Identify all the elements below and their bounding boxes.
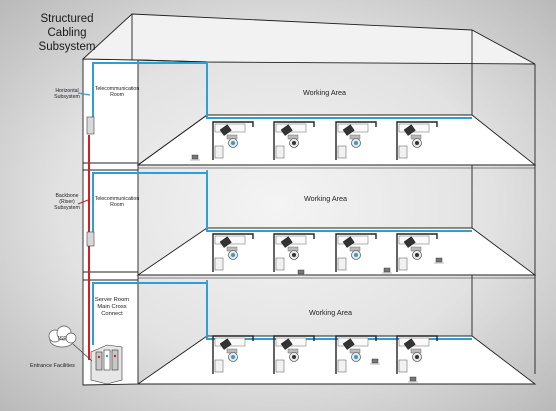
workstation-icon (273, 233, 315, 272)
building-outline (81, 13, 536, 386)
workstation-icon (335, 335, 377, 374)
printer-icon (408, 376, 418, 383)
working-area-label-middle: Working Area (304, 194, 348, 203)
backbone-subsystem-label: Backbone (Riser) Subsystem (54, 193, 80, 211)
chair-icon (289, 352, 299, 362)
server-room-label: Server Room Main Cross Connect (94, 297, 130, 317)
telecom-room-label-top: Telecommunication Room (94, 86, 140, 98)
chair-icon (228, 138, 238, 148)
workstation-icon (212, 121, 254, 160)
isp-label: ISP (58, 336, 67, 342)
chair-icon (351, 352, 361, 362)
chair-icon (412, 250, 422, 260)
workstation-icon (335, 121, 377, 160)
workstation-icon (212, 335, 254, 374)
printer-icon (370, 358, 380, 365)
workstations (190, 121, 444, 383)
chair-icon (289, 138, 299, 148)
printer-icon (434, 257, 444, 264)
working-area-label-bottom: Working Area (309, 308, 353, 317)
workstation-icon (273, 335, 315, 374)
patch-panel-icon (86, 116, 95, 247)
printer-icon (382, 267, 392, 274)
chair-icon (289, 250, 299, 260)
chair-icon (351, 250, 361, 260)
workstation-icon (396, 121, 438, 160)
workstation-icon (396, 335, 438, 374)
horizontal-subsystem-label: Horizontal Subsystem (54, 88, 80, 100)
workstation-icon (212, 233, 254, 272)
workstation-icon (335, 233, 377, 272)
diagram-title: Structured Cabling Subsystem (22, 12, 112, 54)
workstation-icon (273, 121, 315, 160)
cloud-icon (48, 325, 93, 362)
backbone-cabling (77, 135, 90, 360)
entrance-facilities-label: Entrance Facilities (30, 363, 75, 369)
printer-icon (190, 154, 200, 161)
printer-icon (296, 269, 306, 276)
chair-icon (228, 352, 238, 362)
working-area-label-top: Working Area (303, 88, 347, 97)
chair-icon (228, 250, 238, 260)
title-line-3: Subsystem (38, 41, 96, 53)
chair-icon (351, 138, 361, 148)
title-line-2: Cabling (47, 27, 87, 39)
server-rack-icon (90, 344, 123, 385)
chair-icon (412, 138, 422, 148)
chair-icon (412, 352, 422, 362)
workstation-icon (396, 233, 438, 272)
telecom-room-label-middle: Telecommunication Room (94, 196, 140, 208)
title-line-1: Structured (40, 13, 94, 25)
